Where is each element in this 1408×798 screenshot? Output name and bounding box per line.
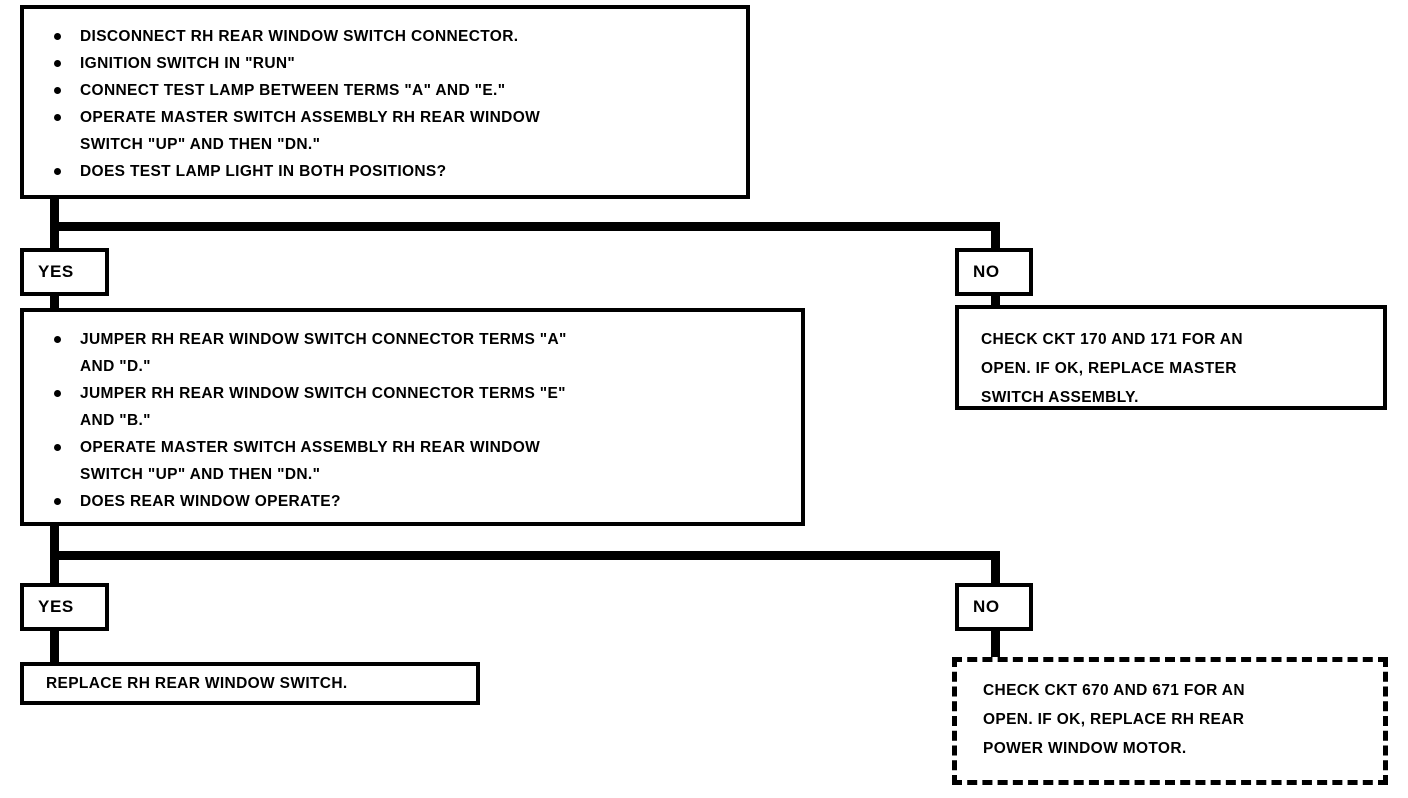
- decision-no-1: NO: [955, 248, 1033, 296]
- step-1-process-box: DISCONNECT RH REAR WINDOW SWITCH CONNECT…: [20, 5, 750, 199]
- result-text: REPLACE RH REAR WINDOW SWITCH.: [46, 675, 348, 692]
- result-check-ckt-670-box: CHECK CKT 670 AND 671 FOR AN OPEN. IF OK…: [952, 657, 1388, 785]
- step-2-process-box: JUMPER RH REAR WINDOW SWITCH CONNECTOR T…: [20, 308, 805, 526]
- decision-label: NO: [973, 262, 1000, 281]
- connector-no1-to-result: [991, 296, 1000, 308]
- connector-to-no-1: [991, 222, 1000, 252]
- list-item: JUMPER RH REAR WINDOW SWITCH CONNECTOR T…: [46, 326, 831, 380]
- list-item: IGNITION SWITCH IN "RUN": [46, 50, 776, 77]
- step-2-bullet-list: JUMPER RH REAR WINDOW SWITCH CONNECTOR T…: [24, 312, 841, 525]
- list-item: CONNECT TEST LAMP BETWEEN TERMS "A" AND …: [46, 77, 776, 104]
- list-item: OPERATE MASTER SWITCH ASSEMBLY RH REAR W…: [46, 434, 831, 488]
- decision-yes-2: YES: [20, 583, 109, 631]
- result-replace-switch-box: REPLACE RH REAR WINDOW SWITCH.: [20, 662, 480, 705]
- list-item: OPERATE MASTER SWITCH ASSEMBLY RH REAR W…: [46, 104, 776, 158]
- connector-branch-bar-2: [50, 551, 1000, 560]
- result-text: CHECK CKT 170 AND 171 FOR AN OPEN. IF OK…: [981, 331, 1243, 406]
- list-item: DOES REAR WINDOW OPERATE?: [46, 488, 831, 515]
- connector-no2-to-result: [991, 631, 1000, 658]
- list-item: DISCONNECT RH REAR WINDOW SWITCH CONNECT…: [46, 23, 776, 50]
- connector-yes2-to-result: [50, 631, 59, 662]
- decision-yes-1: YES: [20, 248, 109, 296]
- result-text: CHECK CKT 670 AND 671 FOR AN OPEN. IF OK…: [983, 682, 1245, 757]
- list-item: DOES TEST LAMP LIGHT IN BOTH POSITIONS?: [46, 158, 776, 185]
- decision-label: YES: [38, 597, 74, 616]
- connector-branch-bar-1: [50, 222, 1000, 231]
- step-1-bullet-list: DISCONNECT RH REAR WINDOW SWITCH CONNECT…: [24, 9, 786, 195]
- list-item: JUMPER RH REAR WINDOW SWITCH CONNECTOR T…: [46, 380, 831, 434]
- connector-yes1-to-step2: [50, 296, 59, 312]
- connector-to-no-2: [991, 551, 1000, 585]
- result-check-ckt-170-box: CHECK CKT 170 AND 171 FOR AN OPEN. IF OK…: [955, 305, 1387, 410]
- decision-label: NO: [973, 597, 1000, 616]
- decision-no-2: NO: [955, 583, 1033, 631]
- decision-label: YES: [38, 262, 74, 281]
